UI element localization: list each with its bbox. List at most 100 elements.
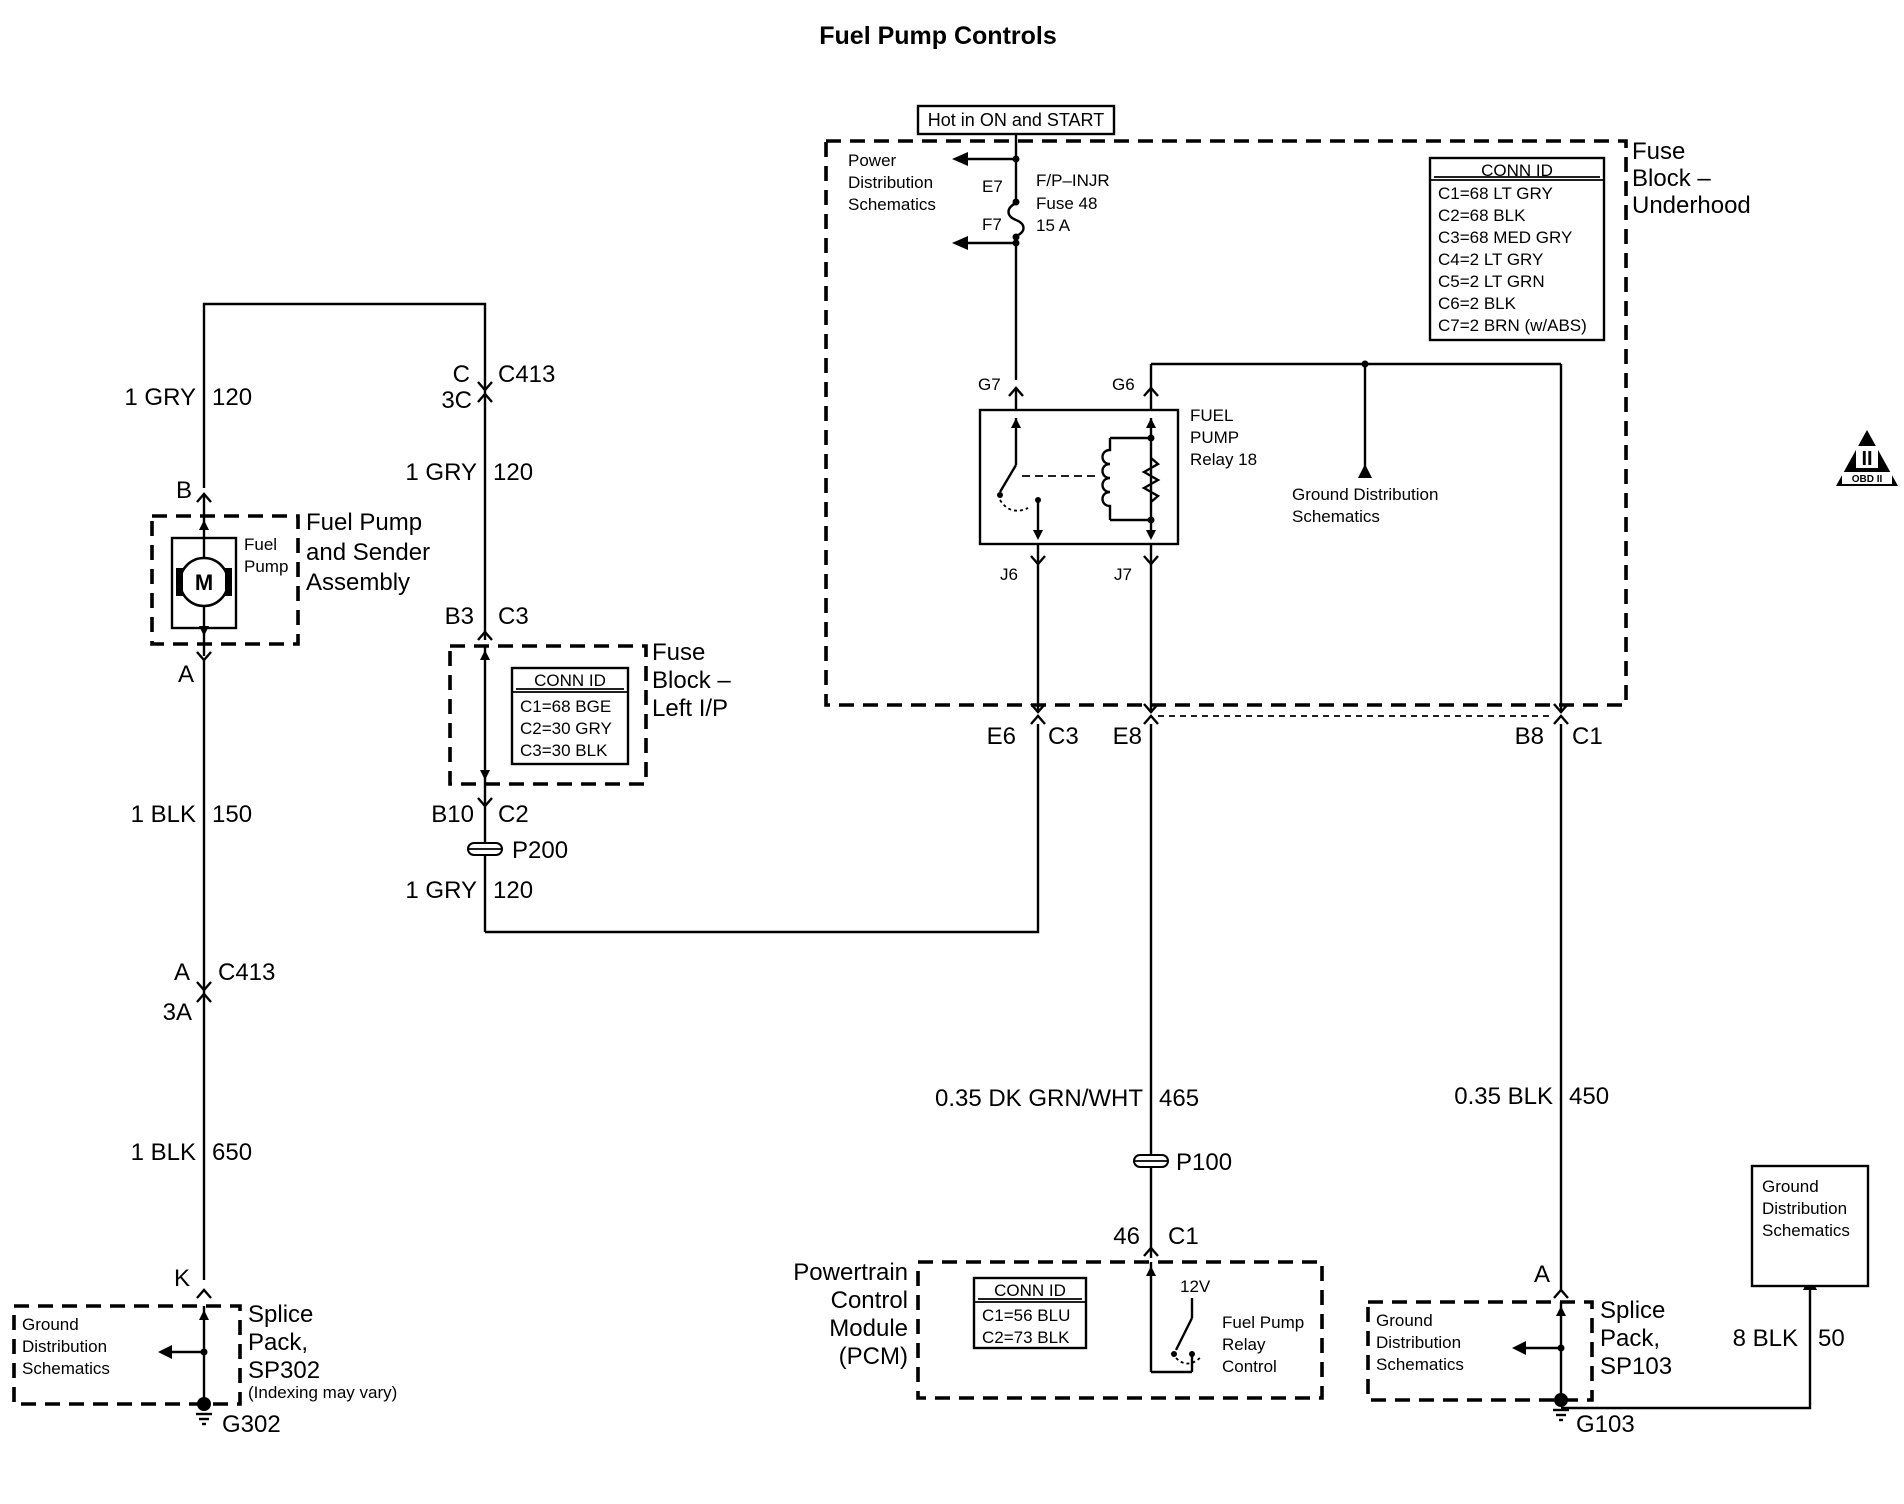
svg-text:SP103: SP103 bbox=[1600, 1353, 1672, 1380]
svg-text:F/P–INJR: F/P–INJR bbox=[1036, 171, 1110, 190]
wire-label-120-b: 1 GRY 120 bbox=[405, 459, 533, 486]
svg-text:C1: C1 bbox=[1168, 1223, 1199, 1250]
svg-text:Distribution: Distribution bbox=[22, 1337, 107, 1356]
svg-text:Fuel Pump: Fuel Pump bbox=[1222, 1313, 1304, 1332]
svg-text:1 GRY: 1 GRY bbox=[405, 459, 477, 486]
svg-text:Powertrain: Powertrain bbox=[793, 1259, 908, 1286]
svg-text:465: 465 bbox=[1159, 1085, 1199, 1112]
svg-text:C3: C3 bbox=[1048, 723, 1079, 750]
svg-text:Schematics: Schematics bbox=[1292, 507, 1380, 526]
hot-in-on-start-label: Hot in ON and START bbox=[916, 104, 1116, 136]
svg-text:Underhood: Underhood bbox=[1632, 192, 1751, 219]
svg-text:Pack,: Pack, bbox=[248, 1329, 308, 1356]
svg-text:SP302: SP302 bbox=[248, 1357, 320, 1384]
svg-text:450: 450 bbox=[1569, 1083, 1609, 1110]
wire-label-50: 8 BLK 50 bbox=[1733, 1325, 1845, 1352]
svg-text:G7: G7 bbox=[978, 375, 1001, 394]
svg-text:II: II bbox=[1861, 448, 1872, 470]
fuse-48: E7 F7 F/P–INJR Fuse 48 15 A bbox=[982, 155, 1110, 380]
svg-text:Pack,: Pack, bbox=[1600, 1325, 1660, 1352]
svg-text:Distribution: Distribution bbox=[1376, 1333, 1461, 1352]
svg-text:120: 120 bbox=[493, 459, 533, 486]
svg-text:Schematics: Schematics bbox=[848, 195, 936, 214]
svg-text:15 A: 15 A bbox=[1036, 216, 1071, 235]
wire-label-150: 1 BLK 150 bbox=[131, 801, 252, 828]
svg-text:46: 46 bbox=[1113, 1223, 1140, 1250]
conn-b10-c2: B10 C2 bbox=[431, 784, 529, 828]
svg-text:B: B bbox=[176, 477, 192, 504]
svg-text:Module: Module bbox=[829, 1315, 908, 1342]
svg-text:FUEL: FUEL bbox=[1190, 406, 1233, 425]
svg-text:C2=30 GRY: C2=30 GRY bbox=[520, 719, 612, 738]
svg-text:1 BLK: 1 BLK bbox=[131, 801, 196, 828]
svg-text:G103: G103 bbox=[1576, 1411, 1635, 1438]
svg-text:J7: J7 bbox=[1114, 565, 1132, 584]
wire-label-120-c: 1 GRY 120 bbox=[405, 877, 533, 904]
svg-text:Splice: Splice bbox=[248, 1301, 313, 1328]
conn-b3-c3: B3 C3 bbox=[445, 603, 529, 641]
ground-distribution-box: Ground Distribution Schematics bbox=[1750, 1164, 1870, 1288]
obd-ii-badge: II OBD II bbox=[1836, 430, 1898, 486]
svg-text:F7: F7 bbox=[982, 215, 1002, 234]
svg-text:E7: E7 bbox=[982, 177, 1003, 196]
conn-e8: E8 bbox=[1113, 562, 1159, 750]
svg-text:C4=2 LT GRY: C4=2 LT GRY bbox=[1438, 250, 1543, 269]
svg-text:CONN ID: CONN ID bbox=[534, 671, 606, 690]
svg-text:C3=30 BLK: C3=30 BLK bbox=[520, 741, 608, 760]
conn-pcm-46-c1: 46 C1 bbox=[1113, 1223, 1199, 1257]
svg-text:and Sender: and Sender bbox=[306, 539, 430, 566]
svg-text:A: A bbox=[1534, 1261, 1550, 1288]
svg-text:C1=56 BLU: C1=56 BLU bbox=[982, 1306, 1070, 1325]
svg-text:0.35 DK GRN/WHT: 0.35 DK GRN/WHT bbox=[935, 1085, 1143, 1112]
ground-distribution-ref-top: Ground Distribution Schematics bbox=[1292, 485, 1438, 526]
svg-text:1 BLK: 1 BLK bbox=[131, 1139, 196, 1166]
splice-pack-sp302: K Ground Distribution Schematics Splice … bbox=[12, 1265, 397, 1438]
svg-text:1 GRY: 1 GRY bbox=[124, 384, 196, 411]
svg-text:Fuse 48: Fuse 48 bbox=[1036, 194, 1097, 213]
diagram-title: Fuel Pump Controls bbox=[819, 22, 1057, 50]
svg-text:G302: G302 bbox=[222, 1411, 281, 1438]
svg-text:J6: J6 bbox=[1000, 565, 1018, 584]
svg-text:12V: 12V bbox=[1180, 1277, 1211, 1296]
svg-text:Power: Power bbox=[848, 151, 897, 170]
svg-text:E6: E6 bbox=[987, 723, 1016, 750]
svg-text:Fuel Pump: Fuel Pump bbox=[306, 509, 422, 536]
svg-text:B8: B8 bbox=[1515, 723, 1544, 750]
svg-text:650: 650 bbox=[212, 1139, 252, 1166]
svg-text:C2=68 BLK: C2=68 BLK bbox=[1438, 206, 1526, 225]
fuse-block-underhood-title: Fuse Block – Underhood bbox=[1632, 138, 1751, 219]
svg-text:Ground Distribution: Ground Distribution bbox=[1292, 485, 1438, 504]
svg-text:Assembly: Assembly bbox=[306, 569, 410, 596]
svg-text:Control: Control bbox=[1222, 1357, 1277, 1376]
svg-text:0.35 BLK: 0.35 BLK bbox=[1454, 1083, 1553, 1110]
svg-text:Ground: Ground bbox=[1376, 1311, 1433, 1330]
svg-text:50: 50 bbox=[1818, 1325, 1845, 1352]
wire-50 bbox=[1561, 1290, 1812, 1410]
svg-text:Ground: Ground bbox=[1762, 1177, 1819, 1196]
svg-text:Distribution: Distribution bbox=[848, 173, 933, 192]
svg-text:C1=68 LT GRY: C1=68 LT GRY bbox=[1438, 184, 1553, 203]
svg-text:B10: B10 bbox=[431, 801, 474, 828]
svg-text:Schematics: Schematics bbox=[1762, 1221, 1850, 1240]
svg-text:C2=73 BLK: C2=73 BLK bbox=[982, 1328, 1070, 1347]
svg-text:CONN ID: CONN ID bbox=[994, 1281, 1066, 1300]
svg-text:Distribution: Distribution bbox=[1762, 1199, 1847, 1218]
svg-text:Left I/P: Left I/P bbox=[652, 695, 728, 722]
connector-p200: P200 bbox=[467, 806, 568, 932]
connector-p100: P100 bbox=[1133, 1149, 1232, 1176]
svg-text:C7=2 BRN (w/ABS): C7=2 BRN (w/ABS) bbox=[1438, 316, 1587, 335]
svg-text:E8: E8 bbox=[1113, 723, 1142, 750]
svg-text:B3: B3 bbox=[445, 603, 474, 630]
conn-c413-top: C C413 3C bbox=[441, 361, 555, 414]
wire-120-to-e6 bbox=[485, 724, 1040, 934]
svg-text:K: K bbox=[174, 1265, 190, 1292]
svg-text:Block –: Block – bbox=[652, 667, 731, 694]
svg-text:C3=68 MED GRY: C3=68 MED GRY bbox=[1438, 228, 1572, 247]
svg-text:120: 120 bbox=[493, 877, 533, 904]
svg-text:Ground: Ground bbox=[22, 1315, 79, 1334]
svg-text:CONN ID: CONN ID bbox=[1481, 161, 1553, 180]
svg-text:G6: G6 bbox=[1112, 375, 1135, 394]
svg-text:P200: P200 bbox=[512, 837, 568, 864]
splice-pack-sp103: A Ground Distribution Schematics Splice … bbox=[1366, 1261, 1672, 1438]
